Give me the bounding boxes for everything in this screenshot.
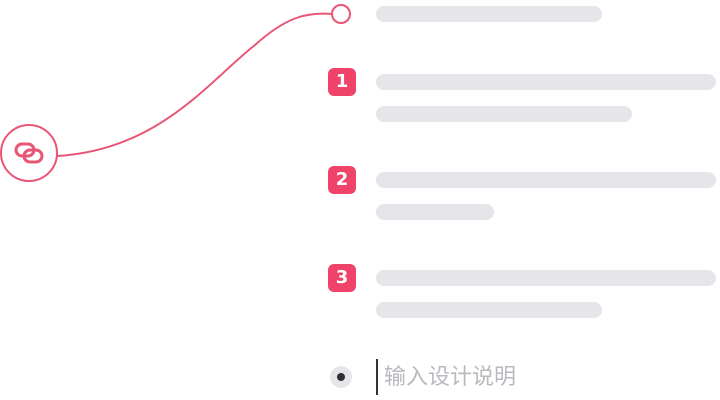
step-2-line-1: [376, 172, 716, 188]
step-badge-2: 2: [328, 166, 356, 194]
header-placeholder-bar: [376, 6, 602, 22]
link-icon: [14, 142, 44, 164]
link-node[interactable]: [0, 124, 58, 182]
design-description-input[interactable]: [376, 359, 706, 395]
step-badge-1: 1: [328, 68, 356, 96]
step-2-line-2: [376, 204, 494, 220]
step-3-line-2: [376, 302, 602, 318]
flow-start-node[interactable]: [331, 4, 351, 24]
step-1-line-2: [376, 106, 632, 122]
description-radio[interactable]: [330, 366, 352, 388]
step-3-line-1: [376, 270, 716, 286]
radio-dot: [337, 373, 345, 381]
step-1-line-1: [376, 74, 716, 90]
step-badge-3: 3: [328, 264, 356, 292]
